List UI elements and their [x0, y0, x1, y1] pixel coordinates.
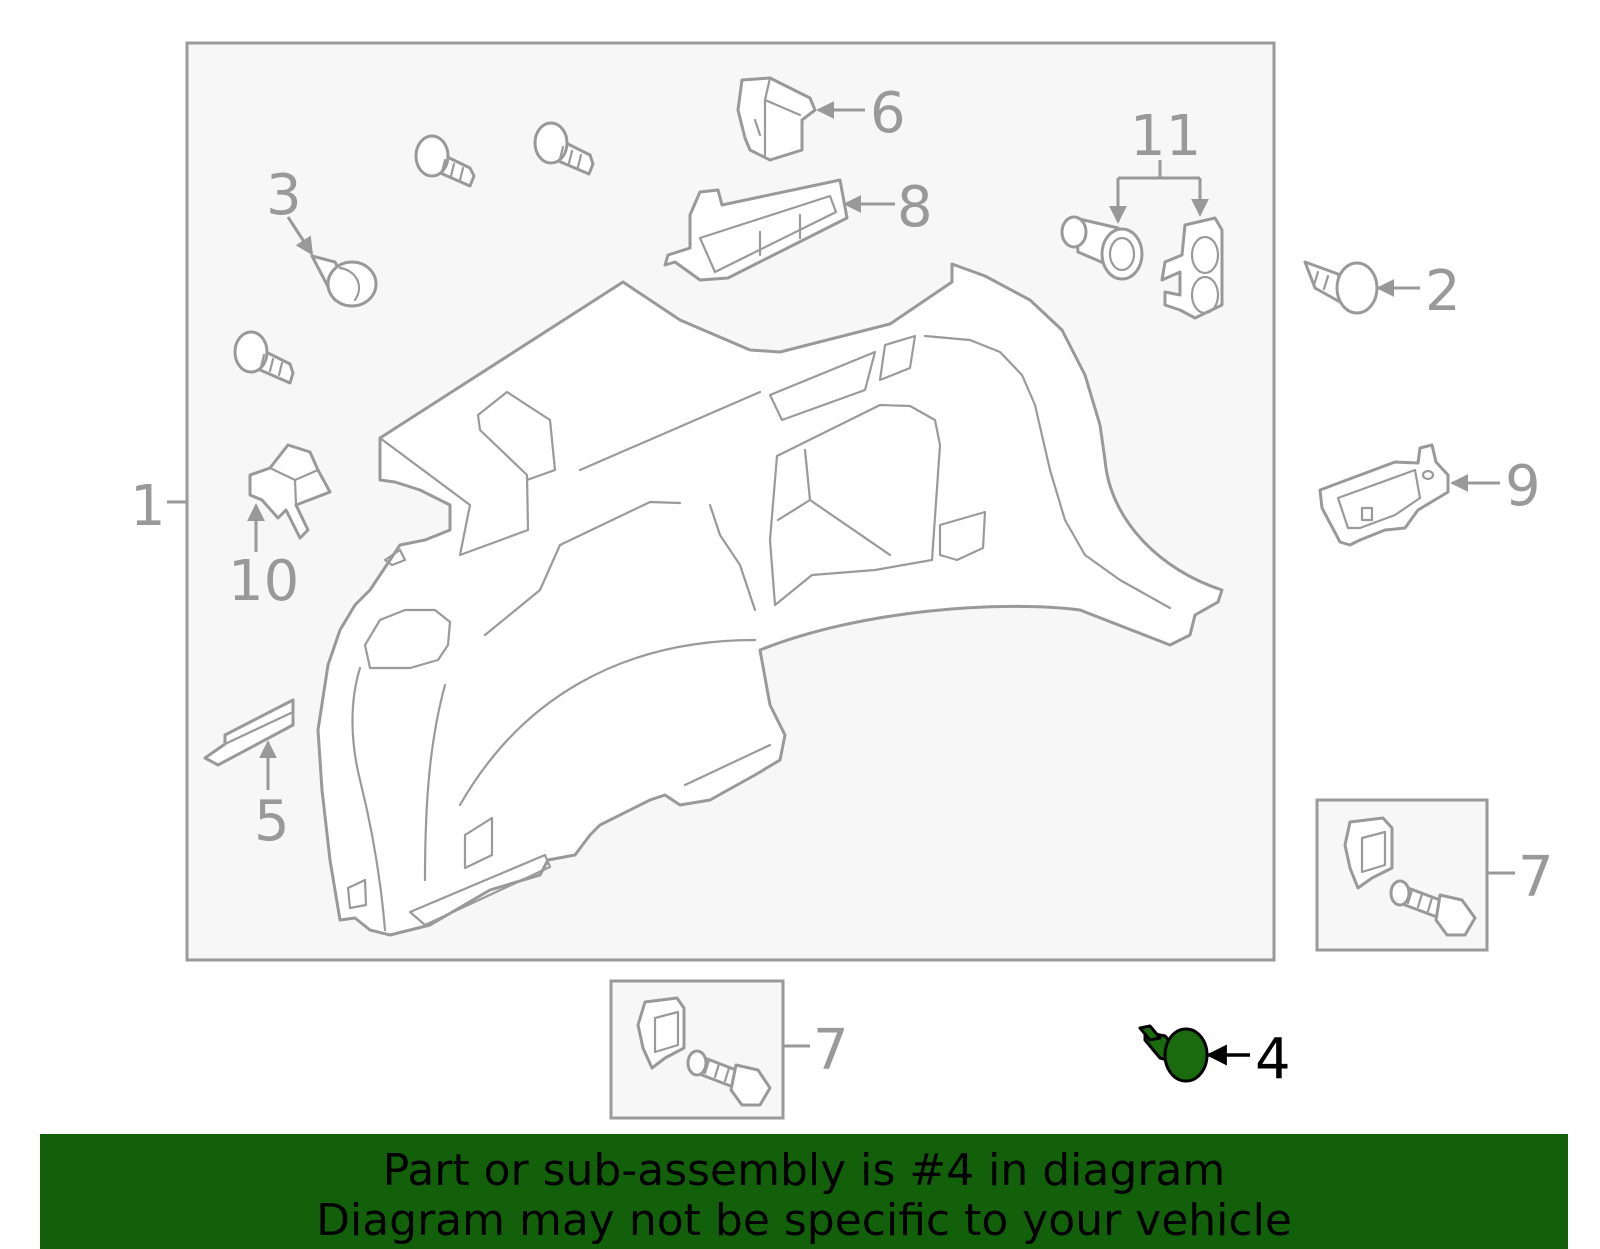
callout-10: 10	[228, 549, 299, 614]
callout-5: 5	[254, 789, 290, 854]
callout-8: 8	[897, 175, 933, 240]
info-banner: Part or sub-assembly is #4 in diagram Di…	[40, 1134, 1568, 1249]
callout-1: 1	[130, 474, 166, 539]
callout-7-right: 7	[1518, 845, 1554, 910]
banner-line-2: Diagram may not be specific to your vehi…	[316, 1195, 1292, 1246]
callout-9: 9	[1505, 454, 1541, 519]
part-5-weatherstrip[interactable]	[203, 698, 295, 767]
part-4-push-pin[interactable]	[1138, 1024, 1209, 1083]
part-3-clip[interactable]	[310, 254, 378, 308]
part-7-clip-right[interactable]	[1343, 816, 1394, 890]
part-7-bolt-right[interactable]	[1389, 879, 1477, 937]
part-7-clip-bottom[interactable]	[636, 996, 686, 1070]
part-2-screw[interactable]	[1303, 260, 1379, 315]
part-8-handle-bezel[interactable]	[663, 178, 849, 282]
callout-7-bottom: 7	[813, 1018, 849, 1083]
quarter-trim-panel[interactable]	[316, 262, 1224, 937]
callout-3: 3	[266, 163, 302, 228]
callout-6: 6	[870, 81, 906, 146]
callout-2: 2	[1425, 259, 1461, 324]
part-7-bolt-bottom[interactable]	[686, 1049, 772, 1107]
part-11-bracket[interactable]	[1160, 216, 1224, 320]
screw-2[interactable]	[533, 121, 595, 176]
callout-11: 11	[1130, 104, 1201, 169]
part-10-bracket[interactable]	[248, 443, 332, 540]
part-9-hinge-bracket[interactable]	[1318, 443, 1450, 547]
banner-line-1: Part or sub-assembly is #4 in diagram	[382, 1145, 1226, 1196]
screw-1[interactable]	[414, 134, 476, 188]
part-11-grommet[interactable]	[1060, 215, 1144, 281]
part-6-latch[interactable]	[736, 76, 817, 162]
screw-3[interactable]	[233, 330, 295, 385]
callout-4: 4	[1255, 1027, 1291, 1092]
